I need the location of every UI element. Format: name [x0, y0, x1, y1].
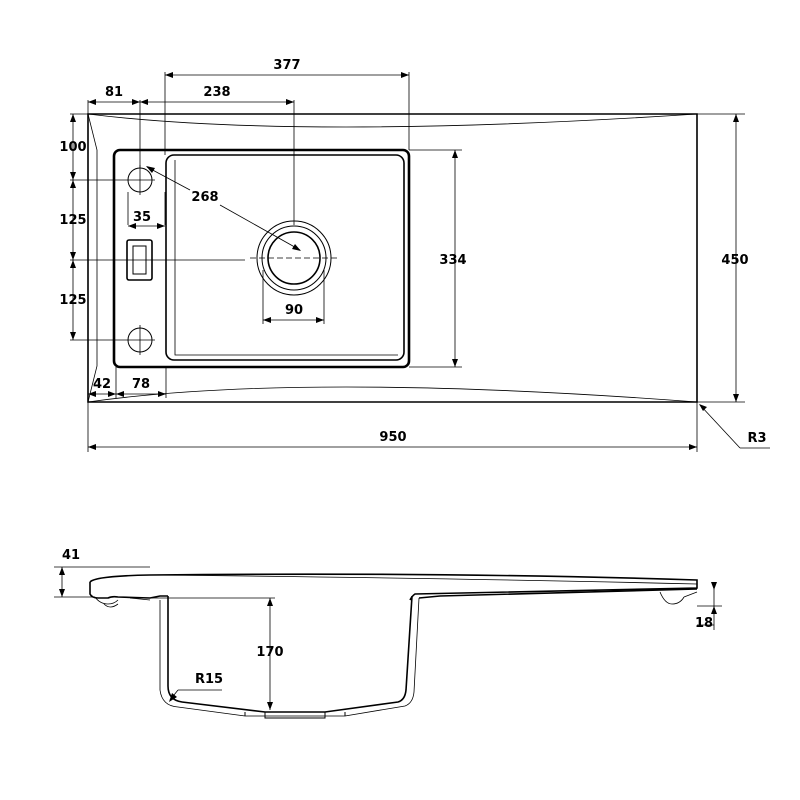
label-100: 100 — [59, 140, 86, 155]
left-end-taper — [87, 113, 98, 403]
label-35: 35 — [133, 210, 151, 225]
bowl-outer — [112, 148, 411, 369]
label-125-lower: 125 — [59, 293, 86, 308]
label-334: 334 — [439, 253, 466, 268]
label-78: 78 — [132, 377, 150, 392]
label-42: 42 — [93, 377, 111, 392]
top-view: 377 81 238 100 125 125 35 268 334 450 90… — [59, 58, 770, 452]
tap-hole-lower — [125, 325, 155, 355]
label-90: 90 — [285, 303, 303, 318]
bowl-inner-shadow — [174, 160, 398, 356]
top-edge-curve — [87, 113, 698, 128]
label-125-upper: 125 — [59, 213, 86, 228]
label-170: 170 — [256, 645, 283, 660]
label-r15: R15 — [195, 672, 223, 687]
side-top-surface — [89, 573, 698, 601]
side-bowl-wall — [167, 595, 413, 713]
side-top-inner — [149, 574, 698, 585]
bottom-edge-curve — [87, 386, 698, 403]
countertop-outline — [87, 113, 698, 403]
label-377: 377 — [273, 58, 300, 73]
label-950: 950 — [379, 430, 406, 445]
label-268: 268 — [191, 190, 218, 205]
label-238: 238 — [203, 85, 230, 100]
label-81: 81 — [105, 85, 123, 100]
bowl-inner — [165, 154, 405, 361]
label-18: 18 — [695, 616, 713, 631]
label-41: 41 — [62, 548, 80, 563]
label-450: 450 — [721, 253, 748, 268]
label-r3: R3 — [747, 431, 766, 446]
side-view: 41 170 R15 18 — [54, 548, 722, 719]
side-left-lip — [89, 582, 168, 599]
side-bowl-wall-inner — [159, 597, 420, 717]
